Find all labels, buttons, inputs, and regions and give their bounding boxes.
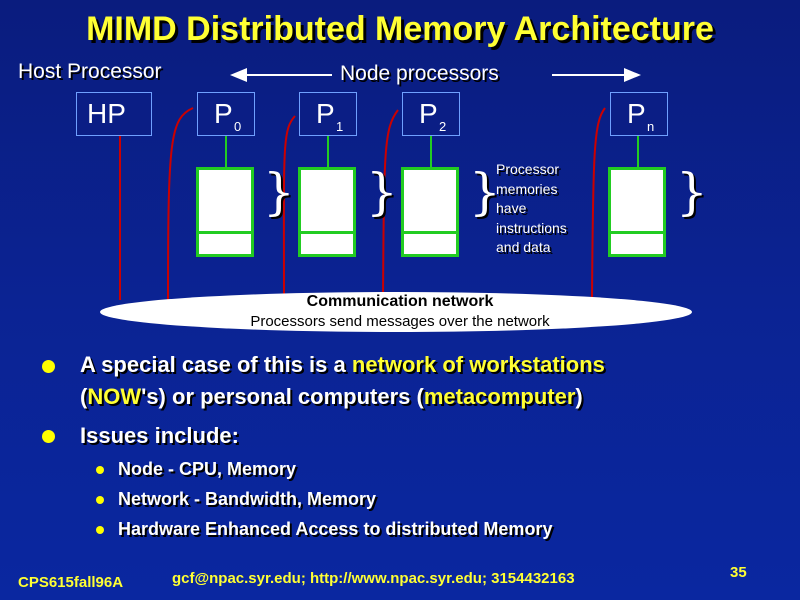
processor-p1: P 1 — [299, 92, 357, 136]
sub-bullet-icon — [96, 496, 104, 504]
processor-label: P — [316, 98, 335, 129]
memory-note-line: have — [496, 200, 527, 216]
bullet-line-1: A special case of this is a network of w… — [80, 352, 605, 378]
memory-block-0 — [196, 167, 254, 257]
memory-note-line: memories — [496, 180, 558, 197]
memory-block-1 — [298, 167, 356, 257]
footer-contact: gcf@npac.syr.edu; http://www.npac.syr.ed… — [172, 570, 575, 587]
memory-block-2 — [401, 167, 459, 257]
sub-bullet-3: Hardware Enhanced Access to distributed … — [118, 519, 553, 539]
sub-bullet-icon — [96, 466, 104, 474]
bullet-icon — [42, 430, 55, 443]
brace-icon: } — [469, 163, 501, 221]
footer-course: CPS615fall96A — [18, 574, 124, 591]
processor-label: P — [214, 98, 233, 129]
sub-bullet-2: Network - Bandwidth, Memory — [118, 489, 377, 509]
slide-title: MIMD Distributed Memory Architecture — [86, 10, 714, 48]
network-links — [119, 107, 606, 301]
processor-label: P — [627, 98, 646, 129]
sub-bullet-1: Node - CPU, Memory — [118, 459, 297, 479]
communication-network-ellipse — [100, 292, 692, 332]
highlight-text: network of workstations — [351, 352, 605, 377]
memory-divider — [199, 231, 251, 234]
processor-p2: P 2 — [402, 92, 460, 136]
host-processor-text: HP — [87, 98, 126, 129]
memory-divider — [611, 231, 663, 234]
network-title: Communication network — [306, 293, 494, 310]
processor-subscript: n — [647, 119, 655, 134]
bullet-text: ) — [575, 384, 583, 409]
processor-pn: P n — [610, 92, 668, 136]
memory-divider — [404, 231, 456, 234]
network-subtitle: Processors send messages over the networ… — [250, 313, 550, 330]
highlight-text: metacomputer — [423, 384, 576, 409]
highlight-text: NOW — [87, 384, 142, 409]
sub-bullet-icon — [96, 526, 104, 534]
brace-icon: } — [366, 163, 398, 221]
memory-note: Processor memories have instructions and… — [496, 160, 567, 258]
memory-note-line: Processor — [496, 161, 560, 177]
bullet-text: ( — [80, 384, 88, 409]
node-span-arrow — [230, 68, 641, 82]
processor-subscript: 1 — [336, 119, 344, 134]
bullet-line-2: Issues include: — [80, 423, 239, 448]
host-processor-label: Host Processor — [18, 60, 162, 83]
processor-subscript: 2 — [439, 119, 447, 134]
bullet-text: 's) or personal computers ( — [141, 384, 424, 409]
memory-block-n — [608, 167, 666, 257]
processor-label: P — [419, 98, 438, 129]
bullet-text: A special case of this is a — [80, 352, 352, 377]
page-number: 35 — [730, 564, 747, 581]
memory-note-line: and data — [496, 239, 551, 255]
processor-p0: P 0 — [197, 92, 255, 136]
host-processor-box: HP — [76, 92, 152, 136]
processor-subscript: 0 — [234, 119, 242, 134]
node-processors-label: Node processors — [340, 62, 499, 85]
bullet-line-1-cont: (NOW's) or personal computers (metacompu… — [80, 384, 583, 410]
brace-icon: } — [676, 163, 708, 221]
bullet-icon — [42, 360, 55, 373]
brace-icon: } — [263, 163, 295, 221]
memory-note-line: instructions — [496, 219, 567, 236]
memory-divider — [301, 231, 353, 234]
processor-memory-links — [225, 136, 639, 167]
